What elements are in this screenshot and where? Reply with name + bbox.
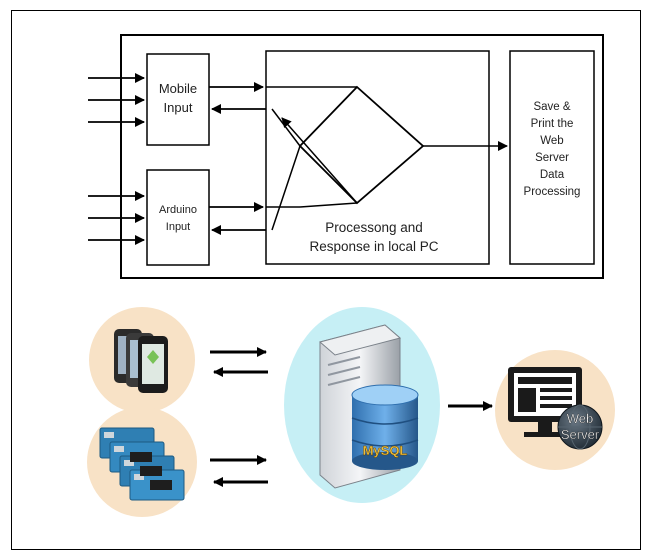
web-server-globe-icon: Web Server: [557, 404, 603, 450]
monitor-icon: [508, 367, 582, 437]
save-label-line-5: Data: [540, 169, 565, 181]
save-label-line-4: Server: [535, 152, 569, 164]
arduino-input-box: [146, 169, 210, 266]
web-server-label-2: Server: [561, 427, 600, 442]
web-server-node: Web Server: [495, 350, 615, 470]
save-label-line-3: Web: [540, 135, 563, 147]
processing-lines: [266, 86, 508, 231]
mysql-label: MySQL: [363, 443, 408, 458]
mobile-input-label-1: Mobile: [159, 81, 197, 96]
save-label-line-1: Save &: [533, 101, 570, 113]
mobile-devices-node: [89, 307, 195, 413]
arduino-input-label-2: Input: [166, 221, 190, 233]
flow-diagram: Mobile Input Arduino Input Processong an…: [88, 34, 604, 279]
save-print-box: [509, 50, 595, 265]
processing-label-2: Response in local PC: [309, 239, 438, 254]
infrastructure: MySQL Web Serv: [87, 307, 615, 517]
local-server-node: MySQL: [284, 307, 440, 503]
io-arrows: [209, 82, 266, 235]
save-label-line-2: Print the: [531, 118, 574, 130]
phones-icon: [114, 329, 168, 393]
mobile-input-box: [146, 53, 210, 146]
arduino-boards-node: [87, 407, 197, 517]
arduino-input-label-1: Arduino: [159, 204, 197, 216]
save-label-line-6: Processing: [524, 186, 581, 198]
save-print-label: Save & Print the Web Server Data Process…: [524, 101, 581, 198]
arduino-boards-icon: [99, 427, 185, 501]
bidirectional-arrows: [210, 347, 268, 487]
database-icon: MySQL: [351, 384, 419, 470]
processing-label-1: Processong and: [325, 220, 423, 235]
mobile-input-label-2: Input: [164, 100, 193, 115]
web-server-label-1: Web: [567, 411, 594, 426]
external-input-arrows: [88, 73, 145, 245]
